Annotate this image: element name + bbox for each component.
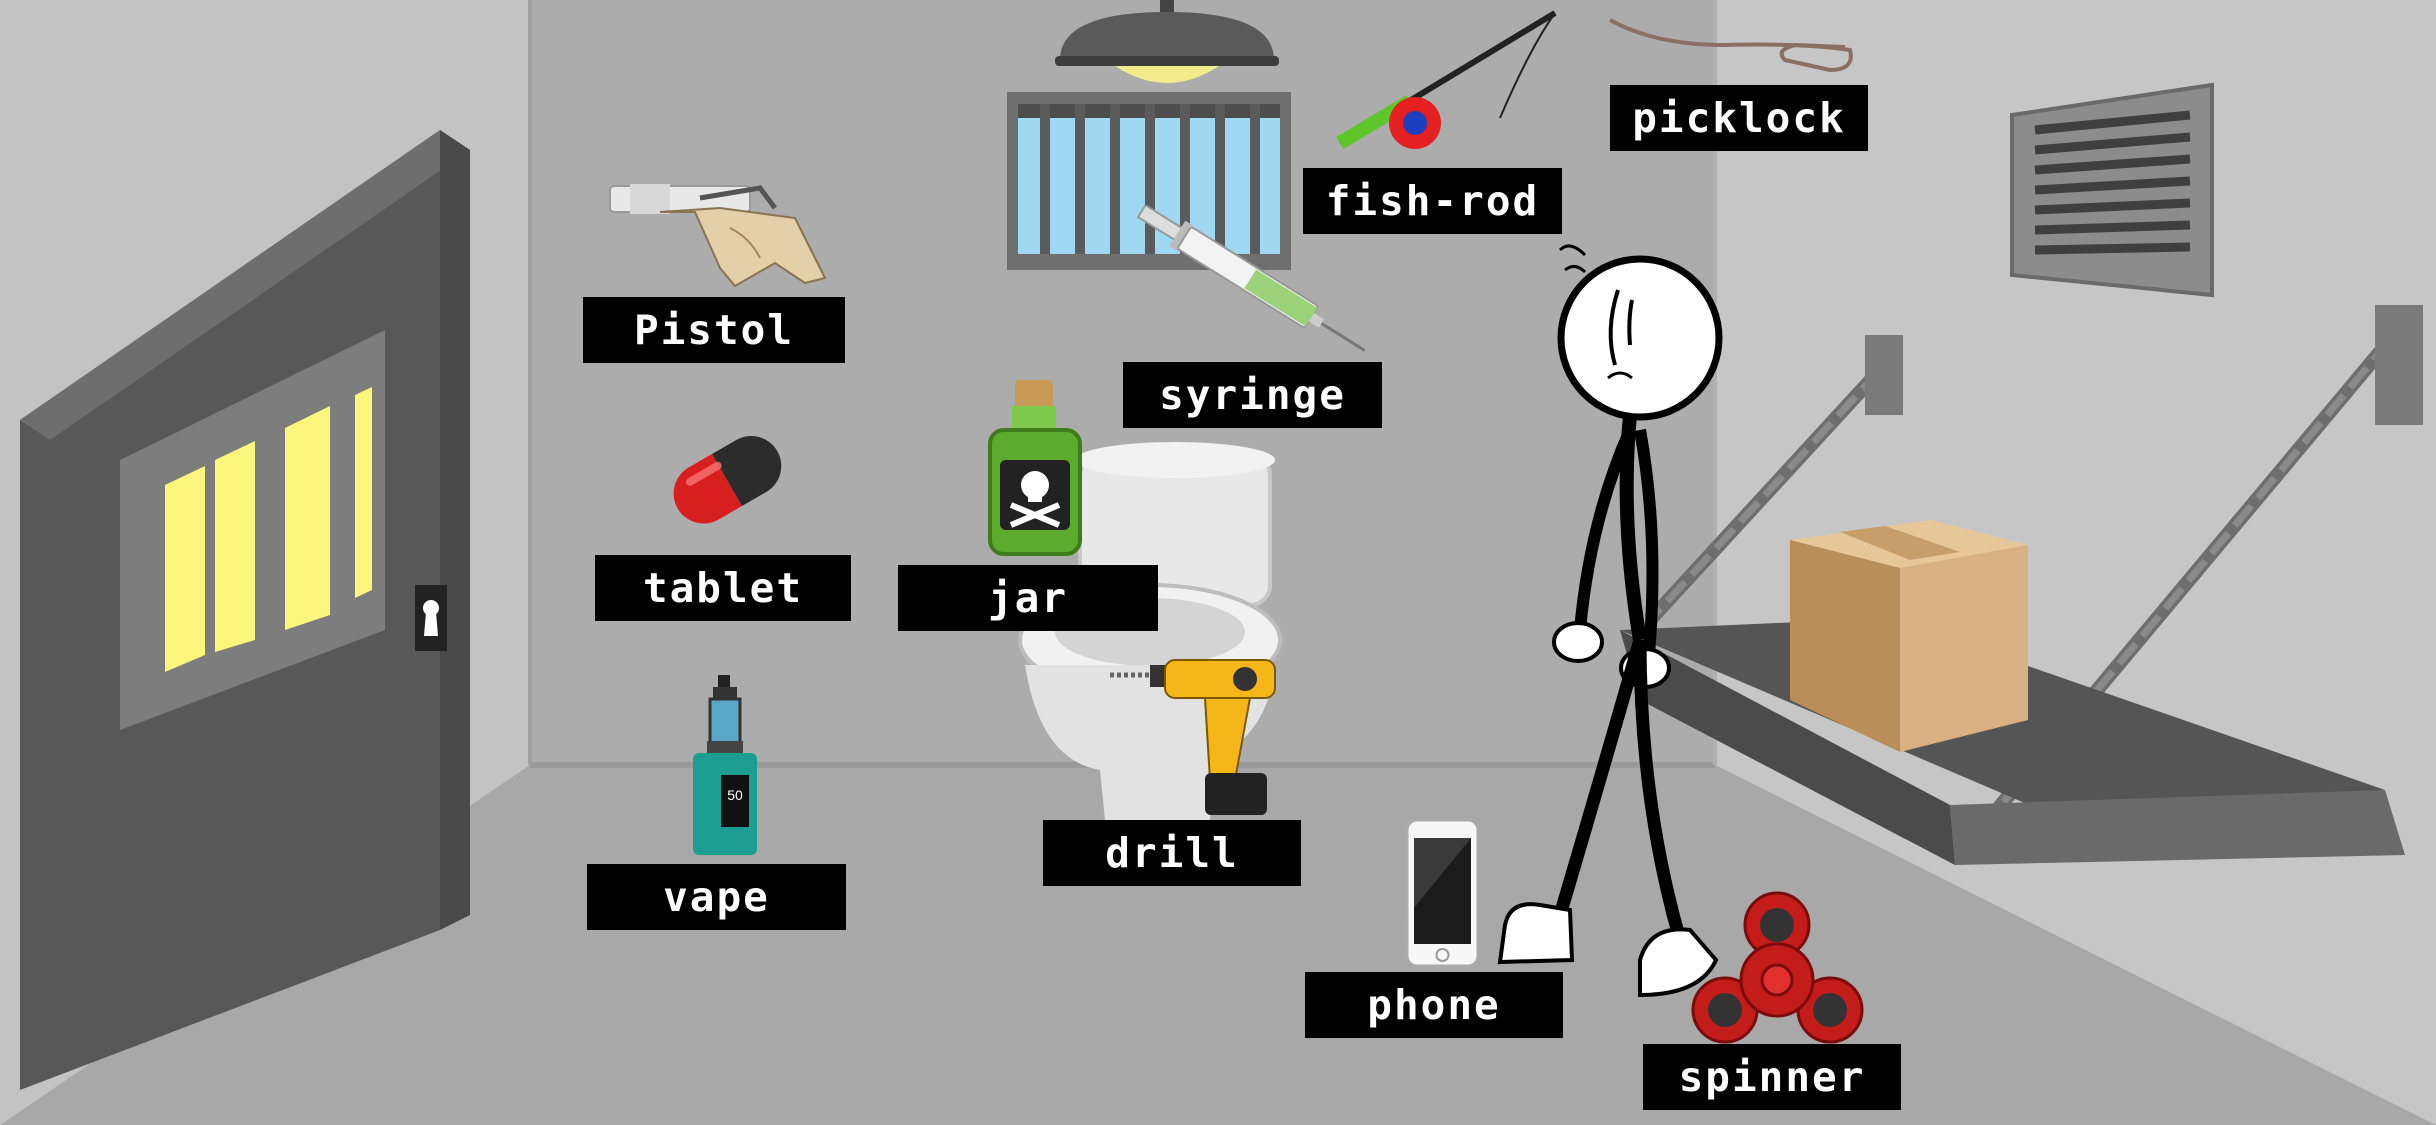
item-label-picklock[interactable]: picklock [1610, 85, 1868, 151]
item-label-syringe[interactable]: syringe [1123, 362, 1382, 428]
phone-icon[interactable] [1405, 818, 1480, 968]
fidget-spinner-icon[interactable] [1690, 890, 1865, 1050]
item-label-phone[interactable]: phone [1305, 972, 1563, 1038]
item-label-tablet[interactable]: tablet [595, 555, 851, 621]
keyhole-icon[interactable] [415, 585, 447, 651]
item-label-vape[interactable]: vape [587, 864, 846, 930]
item-label-jar[interactable]: jar [898, 565, 1158, 631]
vape-icon[interactable]: 50 [685, 675, 770, 860]
cell-door[interactable] [20, 130, 470, 1090]
item-label-pistol[interactable]: Pistol [583, 297, 845, 363]
pistol-icon[interactable] [600, 168, 835, 293]
drill-icon[interactable] [1110, 655, 1288, 820]
item-label-spinner[interactable]: spinner [1643, 1044, 1901, 1110]
ceiling-lamp-icon [1055, 0, 1279, 83]
item-label-fish-rod[interactable]: fish-rod [1303, 168, 1562, 234]
air-vent-icon [2010, 82, 2214, 298]
svg-text:50: 50 [727, 787, 743, 803]
syringe-icon[interactable] [1120, 205, 1385, 355]
pill-capsule-icon[interactable] [660, 425, 795, 535]
cardboard-box-icon [1790, 520, 2028, 752]
item-label-drill[interactable]: drill [1043, 820, 1301, 886]
picklock-icon[interactable] [1605, 5, 1860, 80]
barred-window-icon [1007, 92, 1291, 270]
stickman-character[interactable] [1497, 244, 1723, 998]
poison-jar-icon[interactable] [986, 380, 1084, 558]
fishing-rod-icon[interactable] [1330, 8, 1570, 158]
